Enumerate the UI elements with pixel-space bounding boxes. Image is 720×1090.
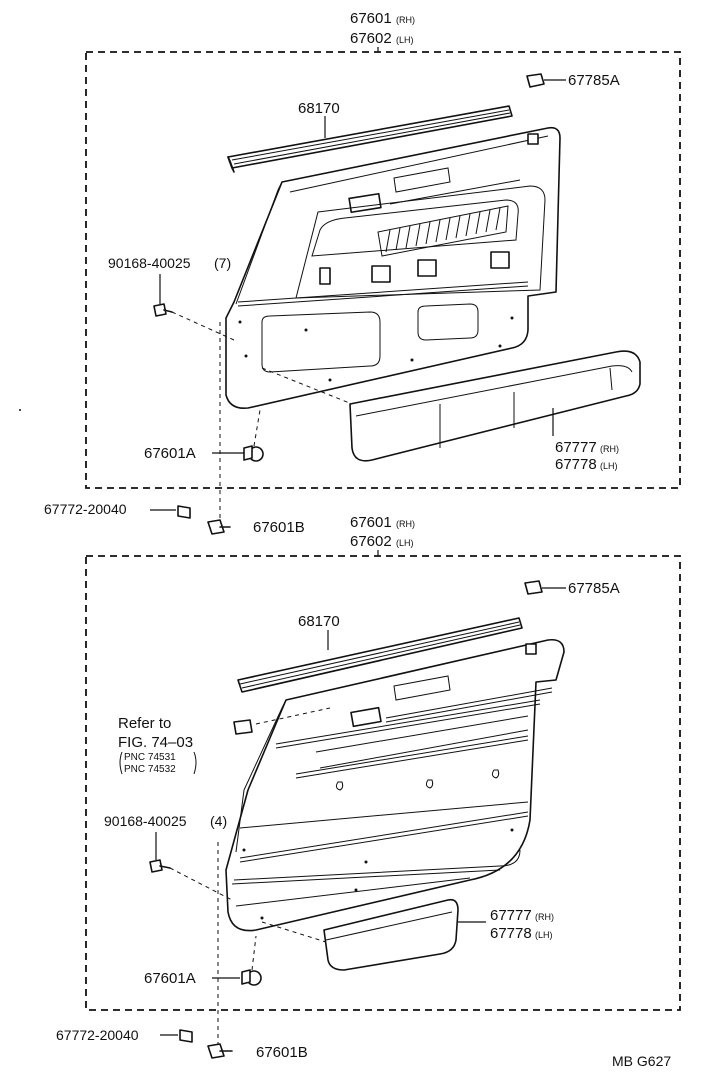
upper-screw-90168: 90168-40025 (7)	[108, 255, 235, 341]
upper-assembly-rh-suffix: (RH)	[396, 15, 415, 25]
lower-assembly-rh-suffix: (RH)	[396, 519, 415, 529]
upper-clip-b-label: 67601B	[253, 519, 305, 536]
lower-pnc-2: PNC 74532	[124, 764, 176, 775]
upper-assembly-boundary	[85, 51, 681, 489]
upper-fasteners: 67772-20040 67601B	[44, 501, 305, 536]
lower-bolt-label: 67772-20040	[56, 1027, 139, 1043]
lower-clip-67785a: 67785A	[524, 580, 620, 597]
drawing-code: MB G627	[612, 1053, 671, 1069]
lower-screw-label: 90168-40025	[104, 813, 187, 829]
upper-clip-67785a: 67785A	[526, 72, 620, 89]
lower-pnc-1: PNC 74531	[124, 752, 176, 763]
upper-door-trim-panel	[225, 126, 561, 410]
upper-bolt-label: 67772-20040	[44, 501, 127, 517]
lower-weatherstrip-label: 68170	[298, 613, 340, 630]
upper-door-pocket: 67777 (RH) 67778 (LH)	[349, 350, 641, 473]
lower-pocket-lh-suffix: (LH)	[535, 930, 553, 940]
upper-speaker-grille	[377, 205, 509, 257]
upper-weatherstrip-68170: 68170	[227, 100, 513, 173]
upper-clip-top-label: 67785A	[568, 72, 620, 89]
lower-screw-90168: 90168-40025 (4)	[104, 813, 233, 901]
lower-clip-67601a: 67601A	[144, 935, 262, 987]
lower-weatherstrip-68170: 68170	[237, 613, 523, 693]
lower-assembly-lh-number: 67602	[350, 533, 392, 550]
lower-assembly: 67601 (RH) 67602 (LH) 67785A 68170	[85, 514, 681, 1044]
lower-door-pocket: 67777 (RH) 67778 (LH)	[323, 898, 554, 971]
upper-pocket-rh-suffix: (RH)	[600, 444, 619, 454]
lower-door-trim-panel	[225, 638, 565, 932]
upper-screw-qty: (7)	[214, 255, 231, 271]
upper-pocket-lh-label: 67778	[555, 456, 597, 473]
lower-assembly-lh-suffix: (LH)	[396, 538, 414, 548]
upper-screw-label: 90168-40025	[108, 255, 191, 271]
upper-assembly: 67601 (RH) 67602 (LH) 67785A 68170	[85, 10, 681, 520]
lower-clip-b-label: 67601B	[256, 1044, 308, 1061]
upper-clip-lower-label: 67601A	[144, 445, 196, 462]
lower-pocket-rh-suffix: (RH)	[535, 912, 554, 922]
lower-screw-qty: (4)	[210, 813, 227, 829]
lower-refer-clip: Refer to FIG. 74–03 PNC 74531 PNC 74532	[118, 707, 331, 775]
upper-pocket-rh-label: 67777	[555, 439, 597, 456]
lower-clip-top-label: 67785A	[568, 580, 620, 597]
lower-pocket-lh-label: 67778	[490, 925, 532, 942]
upper-pocket-lh-suffix: (LH)	[600, 461, 618, 471]
lower-clip-lower-label: 67601A	[144, 970, 196, 987]
lower-fasteners: 67772-20040 67601B	[56, 1027, 308, 1061]
lower-refer-line2: FIG. 74–03	[118, 734, 193, 751]
lower-refer-line1: Refer to	[118, 715, 171, 732]
lower-assembly-rh-number: 67601	[350, 514, 392, 531]
upper-assembly-lh-suffix: (LH)	[396, 35, 414, 45]
upper-weatherstrip-label: 68170	[298, 100, 340, 117]
lower-assembly-boundary	[85, 555, 681, 1011]
upper-assembly-lh-number: 67602	[350, 30, 392, 47]
upper-assembly-rh-number: 67601	[350, 10, 392, 27]
upper-clip-67601a: 67601A	[144, 409, 264, 462]
lower-pocket-rh-label: 67777	[490, 907, 532, 924]
